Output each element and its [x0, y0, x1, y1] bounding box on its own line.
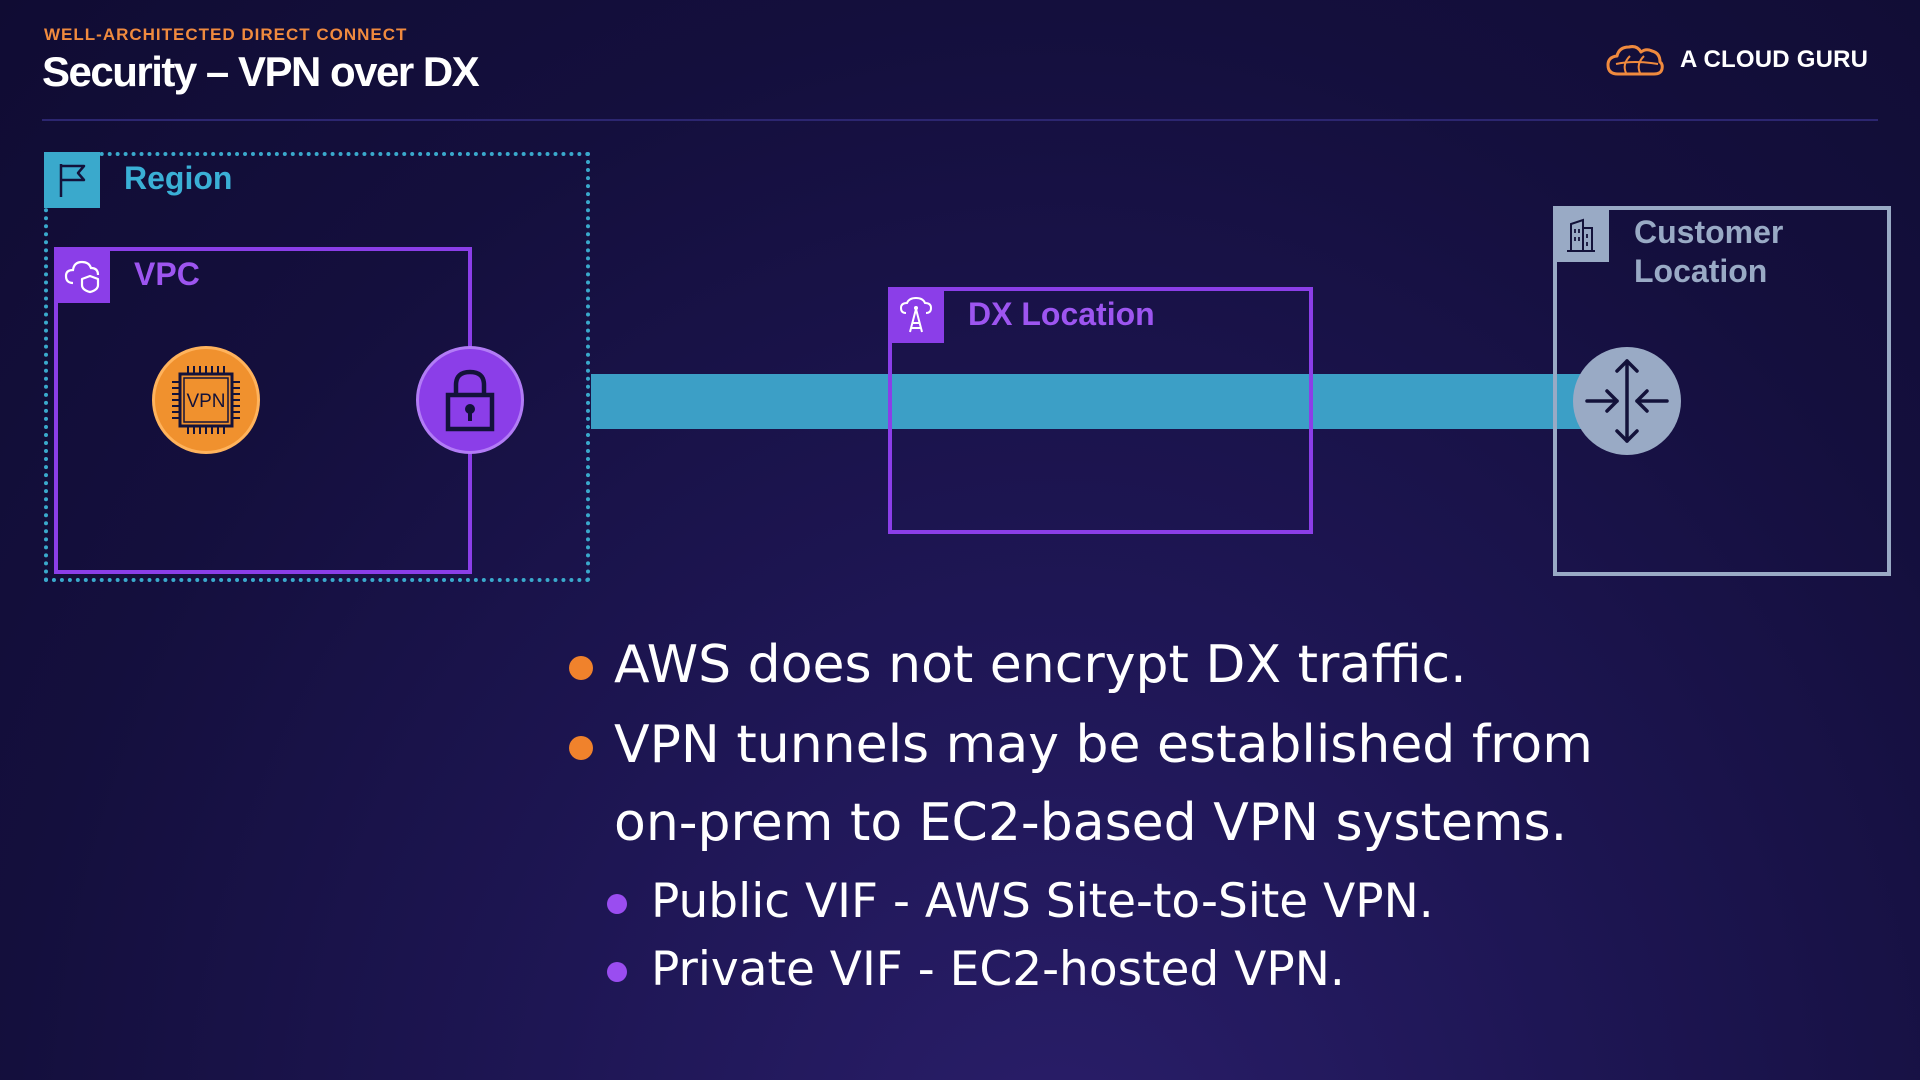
- building-icon: [1567, 218, 1595, 252]
- brand-logo: A CLOUD GURU: [1604, 38, 1868, 82]
- vpn-chip-text: VPN: [186, 391, 225, 412]
- tower-cloud-icon: [899, 296, 933, 333]
- cloud-shield-icon: [64, 260, 100, 294]
- sub-bullet-text: Public VIF - AWS Site-to-Site VPN.: [651, 874, 1434, 929]
- direct-connect-link: [591, 374, 1591, 429]
- customer-location-container: [1553, 206, 1891, 576]
- region-label: Region: [124, 160, 233, 196]
- customer-location-label: Customer Location: [1634, 214, 1784, 289]
- dx-location-label: DX Location: [968, 296, 1155, 332]
- bullet-dot: [569, 736, 593, 760]
- dx-location-container: [888, 287, 1313, 534]
- dx-location-badge: [888, 287, 944, 343]
- lock-icon: [445, 369, 495, 432]
- vpc-label: VPC: [134, 256, 200, 292]
- vpc-container: [54, 247, 472, 574]
- slide-title: Security – VPN over DX: [42, 48, 480, 95]
- vpn-appliance: VPN: [152, 346, 260, 454]
- vpc-badge: [54, 247, 110, 303]
- bullet-text: AWS does not encrypt DX traffic.: [614, 635, 1467, 695]
- bullet-dot: [569, 656, 593, 680]
- bullet-text: VPN tunnels may be established from: [614, 715, 1593, 775]
- customer-router: [1573, 347, 1681, 455]
- brand-name: A CLOUD GURU: [1680, 46, 1869, 73]
- region-badge: [44, 152, 100, 208]
- chip-icon: VPN: [172, 366, 240, 434]
- bullet-item-continuation: on-prem to EC2-based VPN systems.: [614, 792, 1567, 854]
- region-container: [44, 152, 590, 582]
- sub-bullet-item: Private VIF - EC2-hosted VPN.: [607, 942, 1345, 998]
- router-arrows-icon: [1585, 359, 1669, 443]
- bullet-item: VPN tunnels may be established from: [569, 714, 1593, 776]
- bullet-text: on-prem to EC2-based VPN systems.: [614, 793, 1568, 853]
- cloud-logo-icon: [1606, 45, 1664, 76]
- flag-icon: [59, 164, 86, 197]
- vpn-gateway: [416, 346, 524, 454]
- slide-eyebrow: WELL-ARCHITECTED DIRECT CONNECT: [44, 25, 408, 44]
- sub-bullet-text: Private VIF - EC2-hosted VPN.: [651, 942, 1345, 997]
- sub-bullet-dot: [607, 962, 627, 982]
- sub-bullet-dot: [607, 894, 627, 914]
- sub-bullet-item: Public VIF - AWS Site-to-Site VPN.: [607, 874, 1434, 930]
- customer-location-badge: [1553, 206, 1609, 262]
- header-divider: [42, 119, 1878, 121]
- bullet-item: AWS does not encrypt DX traffic.: [569, 634, 1467, 696]
